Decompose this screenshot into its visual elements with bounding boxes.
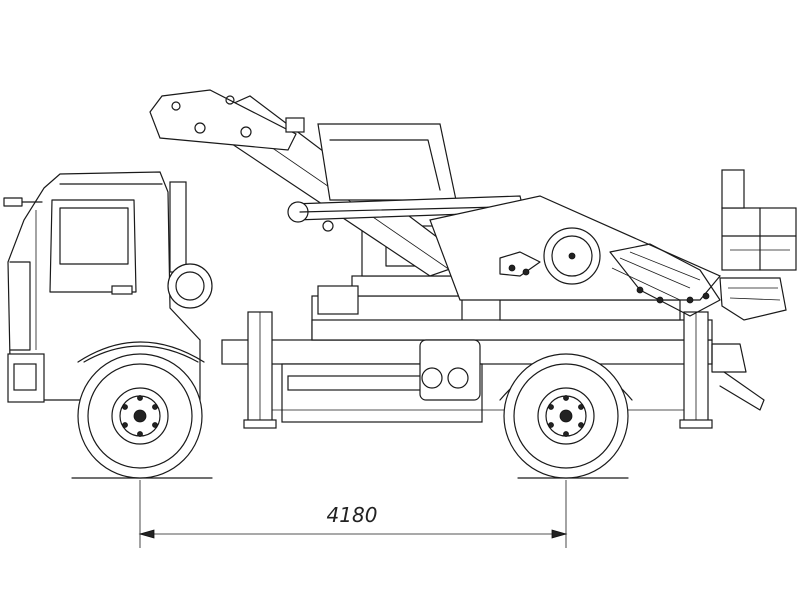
wheelbase-dimension: 4180	[138, 480, 568, 548]
arrowhead-right	[551, 529, 568, 539]
chassis-frame	[221, 295, 713, 423]
arrowhead-left	[138, 529, 155, 539]
work-basket	[721, 169, 797, 271]
wheelbase-label: 4180	[327, 503, 378, 527]
front-outrigger	[243, 311, 277, 429]
rear-outrigger	[679, 311, 713, 429]
rear-bumper	[711, 343, 765, 411]
rear-wheel	[499, 353, 633, 479]
truck-cab	[3, 171, 213, 403]
boom-assembly	[149, 89, 787, 321]
front-wheel	[77, 353, 203, 479]
